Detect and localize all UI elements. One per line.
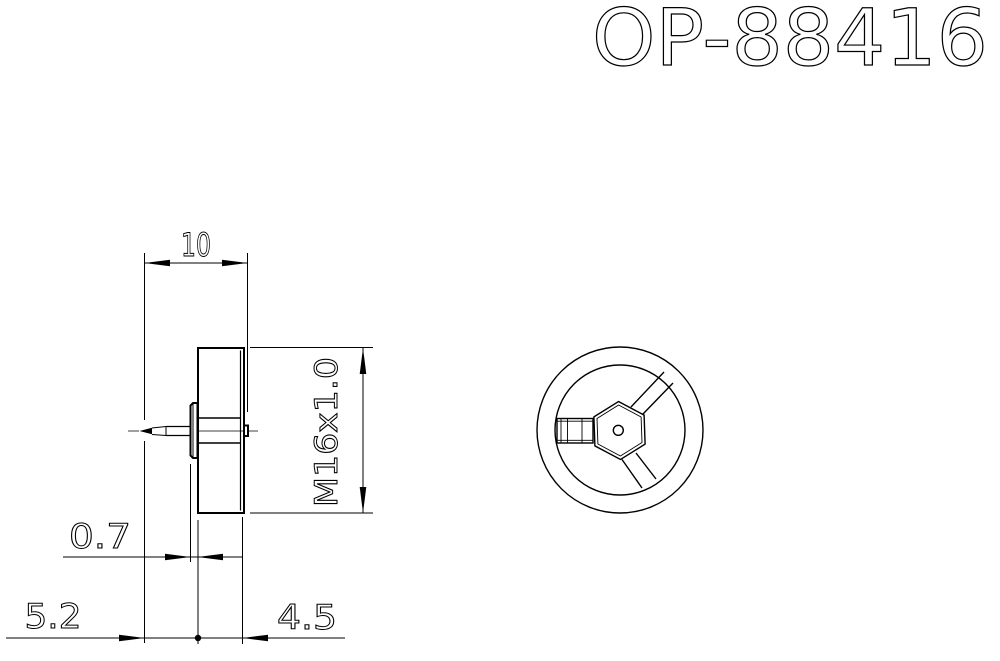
spoke-lower	[621, 452, 657, 489]
arrow-right-icon	[222, 259, 248, 267]
arrow-down-icon	[359, 487, 367, 513]
stem-edge-lines	[557, 420, 593, 441]
stem	[556, 417, 594, 444]
needle-cone	[151, 426, 167, 436]
chain-dot	[194, 634, 202, 642]
arrow-left-icon	[242, 634, 268, 642]
stem-ring-lines	[560, 418, 583, 443]
needle-tip	[139, 427, 152, 435]
dim-thread: M16x1.0	[250, 347, 373, 514]
body-outline	[197, 347, 245, 514]
flange	[189, 402, 199, 459]
dim-text-body-length: 4.5	[277, 598, 337, 638]
front-view	[536, 346, 704, 514]
arrow-right-icon	[165, 553, 191, 561]
rear-stub	[243, 424, 249, 437]
dim-flange-thickness: 0.7	[63, 517, 243, 561]
outer-circle	[536, 346, 704, 514]
dim-text-needle-length: 5.2	[25, 597, 82, 637]
dim-chain-bottom: 5.2 4.5	[6, 597, 345, 642]
drawing-number: OP-88416	[592, 0, 988, 84]
side-view	[128, 347, 258, 514]
arrow-left-icon	[144, 259, 170, 267]
dimensions: 10 M16x1.0 0.7 5.2 4.5	[6, 226, 373, 644]
arrow-up-icon	[359, 348, 367, 374]
arrow-right-icon	[119, 634, 145, 642]
center-hole	[612, 424, 624, 436]
spoke-upper-right	[630, 371, 674, 415]
dim-overall-length: 10	[144, 226, 248, 267]
stem-outline	[556, 417, 594, 444]
hex-boss-chamfer	[596, 404, 643, 457]
arrow-left-icon	[197, 553, 223, 561]
dim-text-thread: M16x1.0	[309, 357, 345, 507]
inner-circle	[554, 364, 686, 496]
dim-text-flange: 0.7	[69, 517, 131, 557]
dim-text-overall: 10	[181, 226, 211, 264]
